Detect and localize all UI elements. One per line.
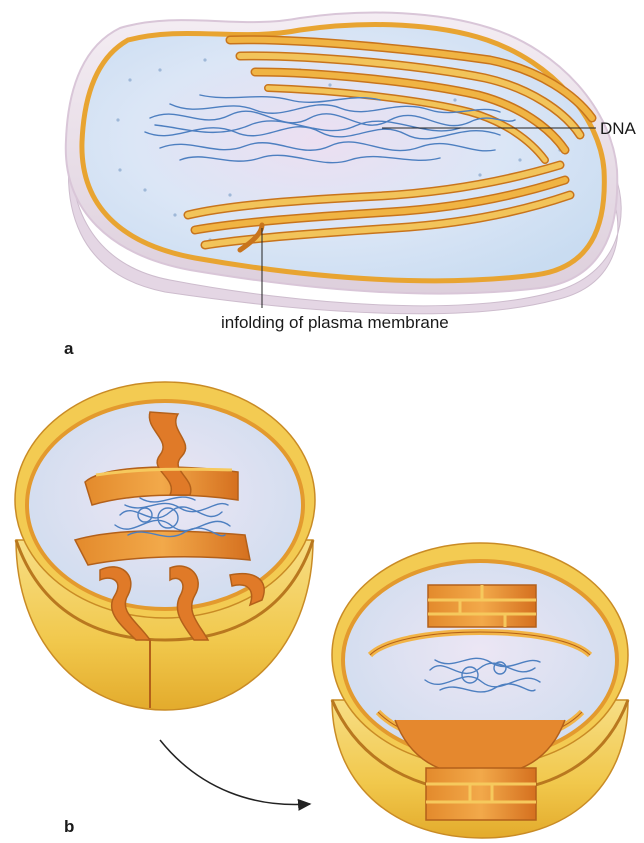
infolding-label: infolding of plasma membrane bbox=[221, 313, 449, 332]
dna-label: DNA bbox=[600, 119, 637, 138]
panel-letter-b: b bbox=[64, 817, 74, 836]
right-lower-infolding bbox=[426, 768, 536, 820]
transition-arrow bbox=[160, 740, 310, 805]
right-upper-infolding bbox=[428, 585, 536, 627]
panel-b-cell-right bbox=[332, 543, 628, 838]
panel-a-cell bbox=[66, 13, 621, 314]
panel-b-cell-left bbox=[15, 382, 315, 710]
panel-letter-a: a bbox=[64, 339, 74, 358]
